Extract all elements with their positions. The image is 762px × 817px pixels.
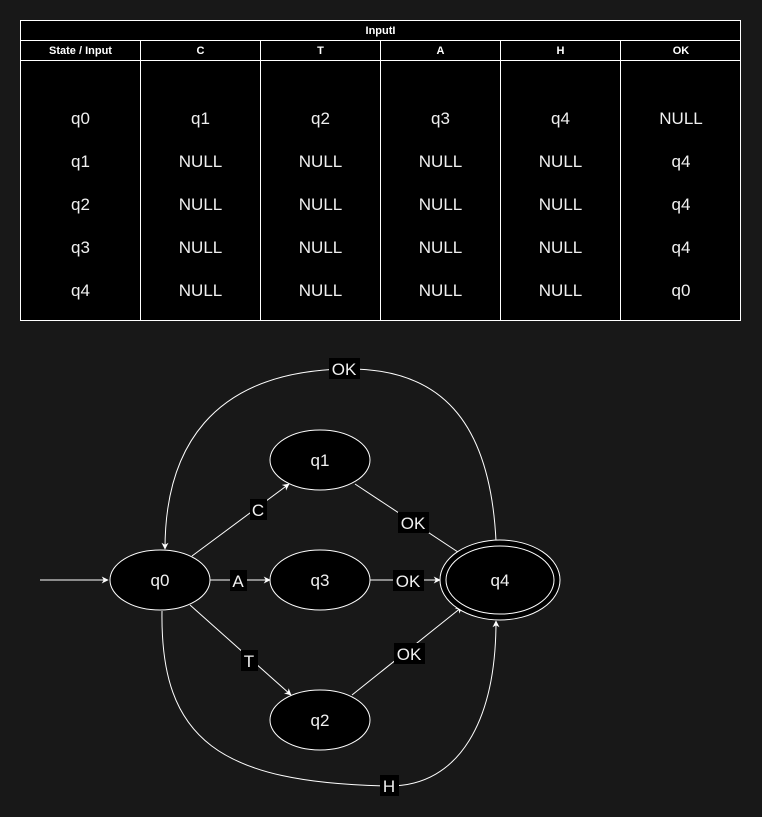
state-label-q0: q0 bbox=[151, 571, 170, 590]
table-cell: NULL bbox=[298, 281, 343, 300]
table-cell: NULL bbox=[298, 152, 343, 171]
column-header-h: H bbox=[501, 41, 620, 61]
table-cell: q4 bbox=[551, 109, 570, 128]
table-cell: q3 bbox=[431, 109, 450, 128]
table-cell: q4 bbox=[71, 281, 90, 300]
column-header-ok: OK bbox=[621, 41, 741, 61]
table-cell: NULL bbox=[418, 152, 463, 171]
table-cell: q3 bbox=[71, 238, 90, 257]
state-q1 bbox=[269, 429, 371, 491]
table-cell: q1 bbox=[71, 152, 90, 171]
transition-table: InputI State / Input q0 q1 q2 q3 q4 C q1… bbox=[20, 20, 741, 321]
edge-label-h: H bbox=[383, 777, 395, 796]
table-cell: NULL bbox=[538, 281, 583, 300]
state-q3 bbox=[269, 549, 371, 611]
column-header-a: A bbox=[381, 41, 500, 61]
state-label-q3: q3 bbox=[311, 571, 330, 590]
column-header-c: C bbox=[141, 41, 260, 61]
table-cell: q1 bbox=[191, 109, 210, 128]
state-q0 bbox=[109, 549, 211, 611]
table-cell: NULL bbox=[178, 281, 223, 300]
edge-label-ok-q4: OK bbox=[332, 360, 357, 379]
edge-label-t: T bbox=[244, 652, 254, 671]
table-cell: q4 bbox=[671, 195, 691, 214]
edge-q0-q2 bbox=[189, 604, 292, 696]
table-cell: NULL bbox=[298, 238, 343, 257]
state-label-q4: q4 bbox=[491, 571, 510, 590]
table-title: InputI bbox=[21, 21, 740, 41]
column-ok: OK NULL q4 q4 q4 q0 bbox=[621, 41, 741, 320]
column-header-t: T bbox=[261, 41, 380, 61]
table-cell: NULL bbox=[178, 238, 223, 257]
edge-label-ok-q3: OK bbox=[396, 572, 421, 591]
table-cell: q0 bbox=[671, 281, 691, 300]
state-q2 bbox=[269, 689, 371, 751]
table-cell: NULL bbox=[178, 152, 223, 171]
table-cell: NULL bbox=[418, 238, 463, 257]
table-cell: NULL bbox=[538, 195, 583, 214]
table-cell: q2 bbox=[71, 195, 90, 214]
table-cell: q4 bbox=[671, 238, 691, 257]
state-q4 bbox=[445, 545, 555, 615]
edge-label-ok-q2: OK bbox=[397, 645, 422, 664]
column-header-state: State / Input bbox=[21, 41, 140, 61]
column-state: State / Input q0 q1 q2 q3 q4 bbox=[21, 41, 141, 320]
state-label-q1: q1 bbox=[311, 451, 330, 470]
table-cell: q4 bbox=[671, 152, 691, 171]
table-cell: NULL bbox=[538, 152, 583, 171]
table-cell: q0 bbox=[71, 109, 90, 128]
edge-label-a: A bbox=[232, 572, 244, 591]
table-cell: q2 bbox=[311, 109, 330, 128]
table-cell: NULL bbox=[298, 195, 343, 214]
column-c: C q1 NULL NULL NULL NULL bbox=[141, 41, 261, 320]
edge-q0-q1 bbox=[191, 483, 290, 557]
state-label-q2: q2 bbox=[311, 711, 330, 730]
edge-label-c: C bbox=[252, 501, 264, 520]
column-a: A q3 NULL NULL NULL NULL bbox=[381, 41, 501, 320]
edge-q0-q4 bbox=[161, 610, 500, 787]
column-t: T q2 NULL NULL NULL NULL bbox=[261, 41, 381, 320]
table-cell: NULL bbox=[418, 195, 463, 214]
edge-label-ok-q1: OK bbox=[401, 514, 426, 533]
column-h: H q4 NULL NULL NULL NULL bbox=[501, 41, 621, 320]
table-cell: NULL bbox=[418, 281, 463, 300]
table-cell: NULL bbox=[178, 195, 223, 214]
table-cell: NULL bbox=[659, 109, 703, 128]
table-cell: NULL bbox=[538, 238, 583, 257]
